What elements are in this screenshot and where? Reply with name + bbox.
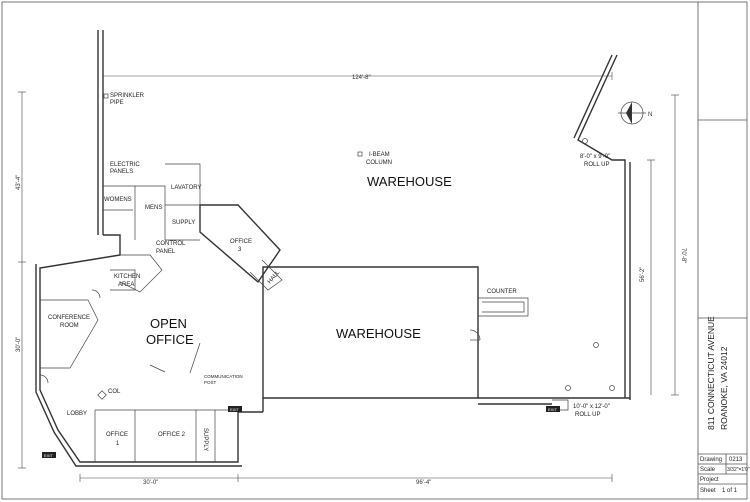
- dim-right-outer: 70'-8": [680, 248, 686, 263]
- label-comm-line1: COMMUNICATION: [204, 374, 243, 379]
- label-ibeam-line2: COLUMN: [366, 160, 392, 166]
- label-rollup-top-line2: ROLL UP: [584, 162, 609, 168]
- room-kitchen-line1: KITCHEN: [114, 274, 140, 280]
- dim-bottom-right: 96'-4": [416, 480, 431, 486]
- room-lavatory: LAVATORY: [171, 185, 201, 191]
- room-womens: WOMENS: [104, 197, 132, 203]
- room-office2: OFFICE 2: [158, 432, 186, 438]
- dim-bottom-left: 30'-0": [143, 480, 158, 486]
- exit-signs: EXIT EXIT EXIT: [42, 406, 560, 458]
- sheet-label: Sheet: [700, 488, 716, 494]
- label-rollup-bottom-line1: 10'-0" x 12'-0": [573, 404, 610, 410]
- label-ibeam-line1: I-BEAM: [369, 152, 390, 158]
- scale-label: Scale: [700, 467, 716, 473]
- north-label: N: [648, 112, 652, 118]
- scale-value: 3/32"=1'0": [727, 467, 750, 473]
- label-control-line1: CONTROL: [156, 241, 186, 247]
- room-open-office-line1: OPEN: [150, 316, 187, 331]
- room-open-office-line2: OFFICE: [146, 332, 194, 347]
- label-counter: COUNTER: [487, 289, 517, 295]
- dim-left-upper: 43'-4": [16, 175, 22, 190]
- exit-sign: EXIT: [548, 407, 557, 412]
- dim-right-inner: 56'-2": [640, 267, 646, 282]
- sheet-value: 1 of 1: [722, 488, 738, 494]
- room-conference-line1: CONFERENCE: [48, 315, 90, 321]
- dim-top: 124'-8": [352, 75, 371, 81]
- exit-sign: EXIT: [230, 407, 239, 412]
- room-labels: WAREHOUSE WAREHOUSE OPEN OFFICE CONFEREN…: [48, 93, 610, 451]
- room-warehouse-top: WAREHOUSE: [367, 174, 452, 189]
- address-line-1: 811 CONNECTICUT AVENUE: [706, 316, 716, 430]
- title-block: 811 CONNECTICUT AVENUE ROANOKE, VA 24012…: [697, 2, 750, 499]
- room-office1-line1: OFFICE: [106, 432, 128, 438]
- room-office1-line2: 1: [116, 441, 120, 447]
- room-mens: MENS: [145, 205, 162, 211]
- room-office3-line1: OFFICE: [230, 239, 252, 245]
- room-supply-bottom: SUPPLY: [202, 428, 208, 451]
- room-supply-top: SUPPLY: [172, 220, 195, 226]
- building-walls: [35, 30, 631, 467]
- label-rollup-bottom-line2: ROLL UP: [575, 412, 600, 418]
- label-rollup-top-line1: 8'-0" x 9'-0": [580, 154, 610, 160]
- label-control-line2: PANEL: [156, 249, 176, 255]
- north-arrow: N: [618, 101, 652, 125]
- drawing-label: Drawing: [700, 457, 722, 463]
- label-col: COL: [108, 389, 121, 395]
- label-sprinkler-line1: SPRINKLER: [110, 93, 145, 99]
- label-sprinkler-line2: PIPE: [110, 100, 124, 106]
- label-electric-line1: ELECTRIC: [110, 162, 140, 168]
- exit-sign: EXIT: [44, 453, 53, 458]
- room-conference-line2: ROOM: [60, 323, 79, 329]
- room-office3-line2: 3: [238, 247, 242, 253]
- room-kitchen-line2: AREA: [118, 282, 134, 288]
- project-label: Project: [700, 477, 719, 483]
- label-electric-line2: PANELS: [110, 169, 133, 175]
- drawing-value: 0213: [729, 457, 743, 463]
- room-warehouse-main: WAREHOUSE: [336, 326, 421, 341]
- dimension-lines: 124'-8" 43'-4" 30'-0" 70'-8" 56'-2" 30'-…: [16, 72, 686, 486]
- label-comm-line2: POST: [204, 380, 217, 385]
- room-lobby: LOBBY: [67, 411, 87, 417]
- dim-left-lower: 30'-0": [16, 337, 22, 352]
- address-line-2: ROANOKE, VA 24012: [719, 346, 729, 430]
